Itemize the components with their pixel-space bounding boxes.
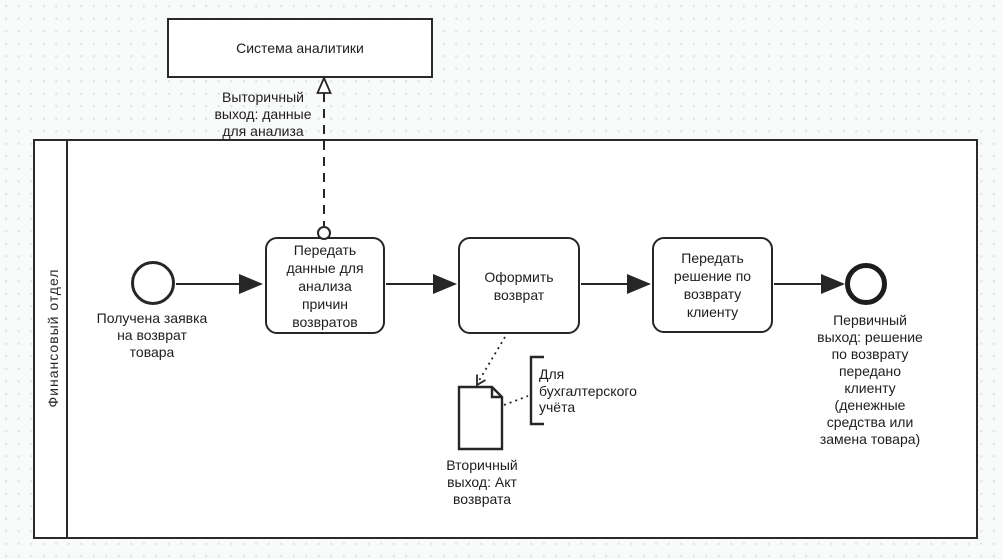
external-system-label: Система аналитики [236,40,364,56]
end-event-label: Первичный выход: решение по возврату пер… [817,312,923,447]
start-event-label: Получена заявка на возврат товара [96,310,208,360]
pool-label: Финансовый отдел [45,268,61,408]
annotation-text: Для бухгалтерского учёта [539,366,637,415]
end-event-circle[interactable] [845,263,887,305]
task-label: Передать данные для анализа причин возвр… [286,241,364,330]
task-label: Оформить возврат [484,268,554,303]
task-send-decision-to-client[interactable]: Передать решение по возврату клиенту [652,237,773,333]
task-label: Передать решение по возврату клиенту [673,250,752,320]
message-flow-label: Выторичный выход: данные для анализа [214,89,312,139]
external-system-box[interactable]: Система аналитики [167,18,433,78]
pool-title-band: Финансовый отдел [35,141,68,537]
task-process-return[interactable]: Оформить возврат [458,237,580,334]
start-event-circle[interactable] [131,261,175,305]
task-send-data-for-analysis[interactable]: Передать данные для анализа причин возвр… [265,237,385,334]
data-object-label: Вторичный выход: Акт возврата [446,457,518,507]
